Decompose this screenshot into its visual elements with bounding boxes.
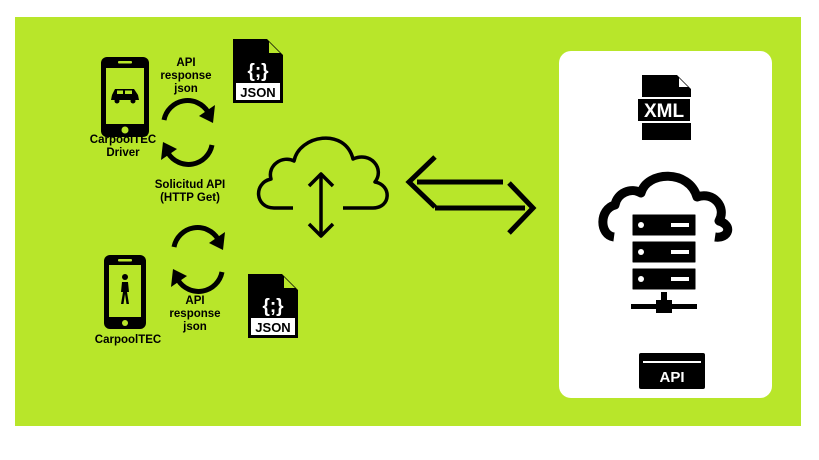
server-panel-svg: XML API: [598, 75, 733, 389]
bottom-api-response-label: API response json: [159, 295, 231, 334]
top-api-response-line3: json: [174, 83, 198, 95]
request-label-line1: Solicitud API: [154, 179, 226, 191]
cloud-server-icon: [598, 171, 733, 313]
svg-text:{;}: {;}: [262, 296, 284, 317]
json-file-icon-bottom: {;} JSON: [248, 274, 298, 338]
request-label-line2: (HTTP Get): [160, 192, 220, 204]
bottom-api-response-line3: json: [183, 321, 207, 333]
top-api-response-line1: API: [176, 57, 196, 69]
svg-text:JSON: JSON: [255, 320, 290, 335]
xml-file-icon: XML: [636, 75, 692, 140]
driver-app-label-line1: CarpoolTEC: [89, 134, 157, 146]
svg-text:{;}: {;}: [247, 61, 269, 82]
top-api-response-label: API response json: [148, 57, 224, 96]
svg-text:API: API: [659, 369, 684, 386]
cloud-transfer-icon: [256, 136, 389, 238]
passenger-app-label: CarpoolTEC: [73, 334, 183, 347]
passenger-app-label-line1: CarpoolTEC: [94, 334, 162, 346]
server-panel: XML API: [559, 51, 772, 398]
driver-app-label-line2: Driver: [106, 147, 140, 159]
top-api-response-line2: response: [160, 70, 212, 82]
svg-text:XML: XML: [644, 101, 685, 122]
api-window-icon: API: [639, 353, 705, 389]
bottom-api-response-line1: API: [185, 295, 205, 307]
bottom-api-response-line2: response: [169, 308, 221, 320]
driver-app-label: CarpoolTEC Driver: [67, 134, 179, 160]
sync-arrows-icon-top: [161, 98, 215, 167]
sync-arrows-icon-bottom: [171, 225, 225, 294]
request-label: Solicitud API (HTTP Get): [134, 179, 246, 205]
smartphone-pedestrian-icon: [104, 255, 146, 329]
svg-text:JSON: JSON: [240, 85, 275, 100]
json-file-icon-top: {;} JSON: [233, 39, 283, 103]
exchange-arrows-icon: [405, 155, 537, 235]
smartphone-car-icon: [101, 57, 149, 137]
